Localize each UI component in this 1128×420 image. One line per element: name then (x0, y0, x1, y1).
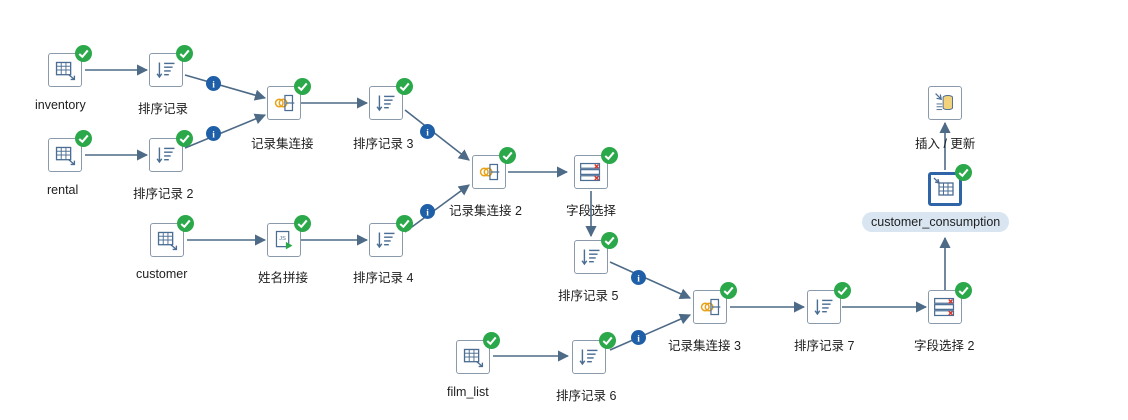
sort-rows-icon (581, 249, 600, 266)
step-label-merge-2: 记录集连接 2 (449, 204, 522, 218)
hop-sort4-merge2[interactable] (404, 184, 470, 233)
step-film-list[interactable] (456, 332, 500, 378)
step-insert-update[interactable] (928, 86, 966, 124)
table-input-icon (463, 348, 484, 368)
merge-join-icon (274, 94, 295, 112)
step-label-merge-1: 记录集连接 (251, 137, 314, 151)
merge-join-icon (700, 298, 721, 316)
check-icon (601, 232, 618, 249)
svg-text:i: i (426, 128, 429, 138)
step-label-concat: 姓名拼接 (258, 271, 309, 285)
hop-sort1-merge1[interactable] (184, 74, 267, 101)
check-icon (601, 147, 618, 164)
select-values-icon (580, 162, 601, 182)
svg-text:i: i (212, 80, 215, 90)
step-label-sort-4: 排序记录 4 (353, 271, 414, 285)
step-label-merge-3: 记录集连接 3 (668, 339, 741, 353)
sort-rows-icon (156, 147, 175, 164)
hop-sort3-merge2[interactable] (404, 109, 470, 161)
table-input-icon (55, 146, 76, 166)
step-label-sort-6: 排序记录 6 (556, 389, 617, 403)
step-label-sort-2: 排序记录 2 (133, 187, 194, 201)
hop-sort5-merge3[interactable] (609, 261, 692, 299)
info-icon: i (420, 124, 435, 139)
step-label-select-2: 字段选择 2 (914, 339, 975, 353)
svg-text:i: i (637, 334, 640, 344)
step-label-sort-7: 排序记录 7 (794, 339, 855, 353)
sort-rows-icon (579, 349, 598, 366)
table-input-icon (55, 61, 76, 81)
svg-text:i: i (637, 274, 640, 284)
merge-join-icon (479, 163, 500, 181)
step-sort-3[interactable] (369, 78, 413, 124)
step-label-select-1: 字段选择 (566, 204, 617, 218)
check-icon (176, 45, 193, 62)
step-label-output: customer_consumption (862, 212, 1010, 232)
step-sort-5[interactable] (574, 232, 618, 278)
check-icon (720, 282, 737, 299)
step-select-values-1[interactable] (574, 147, 618, 193)
sort-rows-icon (814, 299, 833, 316)
step-label-sort-5: 排序记录 5 (558, 289, 619, 303)
svg-text:i: i (426, 208, 429, 218)
check-icon (294, 78, 311, 95)
hop-sort6-merge3[interactable] (609, 313, 692, 351)
step-merge-1[interactable] (267, 78, 311, 124)
check-icon (955, 282, 972, 299)
info-icon: i (631, 270, 646, 285)
hop-sort2-merge1[interactable] (184, 113, 267, 149)
step-label-upsert: 插入 / 更新 (915, 137, 976, 151)
step-merge-3[interactable] (693, 282, 737, 328)
step-label-film-list: film_list (447, 385, 489, 399)
check-icon (177, 215, 194, 232)
check-icon (499, 147, 516, 164)
check-icon (483, 332, 500, 349)
step-label-sort-1: 排序记录 (138, 102, 189, 116)
step-label-customer: customer (136, 267, 188, 281)
select-values-icon (934, 297, 955, 317)
step-rental[interactable] (48, 130, 92, 176)
step-customer-consumption[interactable] (928, 164, 972, 210)
check-icon (396, 78, 413, 95)
step-name-concat[interactable]: JS (267, 215, 311, 261)
step-sort-2[interactable] (149, 130, 193, 176)
check-icon (75, 130, 92, 147)
step-sort-4[interactable] (369, 215, 413, 261)
sort-rows-icon (376, 95, 395, 112)
step-sort-7[interactable] (807, 282, 851, 328)
info-icon: i (631, 330, 646, 345)
svg-text:i: i (212, 130, 215, 140)
info-icon: i (420, 204, 435, 219)
sort-rows-icon (376, 232, 395, 249)
step-customer[interactable] (150, 215, 194, 261)
javascript-script-icon: JS (275, 230, 293, 250)
check-icon (176, 130, 193, 147)
step-sort-6[interactable] (572, 332, 616, 378)
info-icon: i (206, 126, 221, 141)
table-input-icon (157, 231, 178, 251)
check-icon (955, 164, 972, 181)
step-select-values-2[interactable] (928, 282, 972, 328)
insert-update-icon (935, 93, 953, 111)
step-inventory[interactable] (48, 45, 92, 91)
step-label-rental: rental (47, 183, 79, 197)
step-label-inventory: inventory (35, 98, 86, 112)
sort-rows-icon (156, 62, 175, 79)
check-icon (834, 282, 851, 299)
step-merge-2[interactable] (472, 147, 516, 193)
info-icon: i (206, 76, 221, 91)
check-icon (599, 332, 616, 349)
table-output-icon (933, 177, 954, 196)
step-label-sort-3: 排序记录 3 (353, 137, 414, 151)
step-sort-1[interactable] (149, 45, 193, 91)
svg-text:JS: JS (279, 236, 286, 242)
check-icon (294, 215, 311, 232)
check-icon (396, 215, 413, 232)
check-icon (75, 45, 92, 62)
